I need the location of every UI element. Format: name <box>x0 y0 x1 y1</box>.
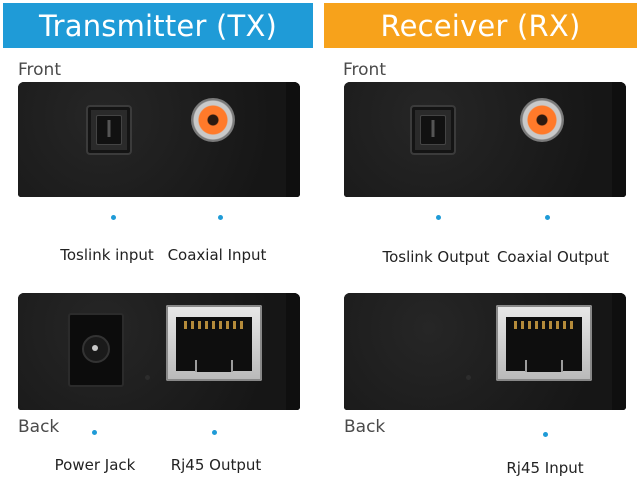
tx-rj45-label: Rj45 Output <box>171 456 262 474</box>
rx-front-label: Front <box>343 60 386 80</box>
tx-back-label: Back <box>18 417 59 437</box>
transmitter-title: Transmitter (TX) <box>39 9 277 43</box>
tx-toslink-label: Toslink input <box>60 246 154 264</box>
rx-front-unit <box>344 82 626 197</box>
tx-coaxial-pointer <box>218 215 223 220</box>
rx-toslink-label: Toslink Output <box>382 248 489 266</box>
tx-coaxial-label: Coaxial Input <box>168 246 267 264</box>
rx-status-led <box>466 375 471 380</box>
transmitter-banner: Transmitter (TX) <box>3 3 313 48</box>
rx-toslink-port <box>410 105 456 155</box>
rx-rj45-pointer <box>543 432 548 437</box>
rx-rj45-port <box>496 305 592 381</box>
tx-power-jack-port <box>68 313 124 387</box>
rx-rj45-label: Rj45 Input <box>506 459 583 477</box>
tx-status-led <box>145 375 150 380</box>
tx-rj45-pointer <box>212 430 217 435</box>
tx-toslink-port <box>86 105 132 155</box>
receiver-title: Receiver (RX) <box>381 9 581 43</box>
rx-back-unit <box>344 293 626 410</box>
tx-power-pointer <box>92 430 97 435</box>
tx-toslink-pointer <box>111 215 116 220</box>
tx-power-label: Power Jack <box>55 456 136 474</box>
rx-coaxial-label: Coaxial Output <box>497 248 609 266</box>
tx-back-unit <box>18 293 300 410</box>
rx-toslink-pointer <box>436 215 441 220</box>
tx-front-unit <box>18 82 300 197</box>
tx-rj45-port <box>166 305 262 381</box>
tx-front-label: Front <box>18 60 61 80</box>
rx-coaxial-pointer <box>545 215 550 220</box>
rx-back-label: Back <box>344 417 385 437</box>
tx-coaxial-port <box>191 98 235 142</box>
rx-coaxial-port <box>520 98 564 142</box>
receiver-banner: Receiver (RX) <box>324 3 637 48</box>
